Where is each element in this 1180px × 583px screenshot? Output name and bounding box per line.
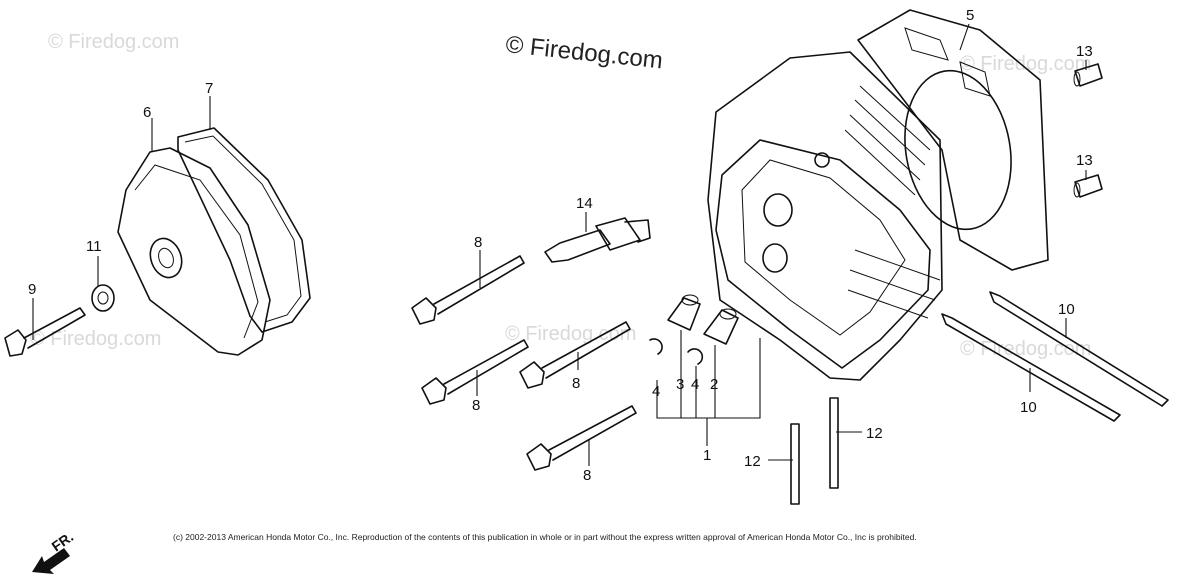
leader-lines	[32, 23, 1087, 466]
watermark-faint: © Firedog.com	[30, 328, 161, 350]
callout-8: 8	[474, 234, 482, 251]
bolt-8-bottom	[526, 405, 637, 471]
front-direction-indicator: FR.	[32, 528, 76, 574]
callout-12: 12	[744, 453, 761, 470]
callout-3: 3	[676, 376, 684, 393]
arrow-icon	[32, 548, 70, 574]
callout-8: 8	[472, 397, 480, 414]
dowel-pin-bottom	[1073, 174, 1103, 198]
callout-5: 5	[966, 7, 974, 24]
fr-label: FR.	[49, 528, 77, 554]
callout-11: 11	[86, 238, 102, 255]
stud-12-left	[790, 423, 800, 505]
watermark-main: © Firedog.com	[504, 31, 664, 74]
head-cover-gasket	[177, 127, 311, 333]
copyright-notice: (c) 2002-2013 American Honda Motor Co., …	[173, 532, 917, 542]
head-gasket	[857, 9, 1049, 271]
stud-12-right	[829, 397, 839, 489]
watermark-faint: © Firedog.com	[48, 31, 179, 53]
clip-4-left	[649, 338, 663, 355]
bolt-9	[4, 307, 86, 357]
valve-guide-2	[703, 308, 739, 345]
callout-4: 4	[652, 383, 660, 400]
valve-guide-3	[667, 294, 701, 331]
stud-bolt-lower	[941, 313, 1121, 422]
bolt-8-right	[519, 321, 631, 389]
callout-8: 8	[572, 375, 580, 392]
bolt-8-middle	[421, 339, 529, 405]
cylinder-head-cover	[117, 147, 271, 356]
callout-10: 10	[1020, 399, 1037, 416]
callout-1: 1	[703, 447, 711, 464]
stud-bolt-upper	[989, 291, 1169, 407]
callout-14: 14	[576, 195, 593, 212]
watermark-faint: © Firedog.com	[505, 323, 636, 345]
callout-8: 8	[583, 467, 591, 484]
callout-7: 7	[205, 80, 213, 97]
washer	[91, 284, 115, 312]
clip-4-right	[687, 348, 704, 365]
cylinder-head	[707, 51, 943, 381]
callout-4: 4	[691, 376, 699, 393]
spark-plug	[544, 217, 651, 263]
callout-13: 13	[1076, 43, 1093, 60]
callout-12: 12	[866, 425, 883, 442]
callout-9: 9	[28, 281, 36, 298]
callout-10: 10	[1058, 301, 1075, 318]
bolt-8-top	[411, 255, 525, 325]
callout-2: 2	[710, 376, 718, 393]
callout-13: 13	[1076, 152, 1093, 169]
dowel-pin-top	[1073, 63, 1103, 87]
watermark-faint: © Firedog.com	[960, 53, 1091, 75]
callout-6: 6	[143, 104, 151, 121]
watermark-faint: © Firedog.com	[960, 338, 1091, 360]
